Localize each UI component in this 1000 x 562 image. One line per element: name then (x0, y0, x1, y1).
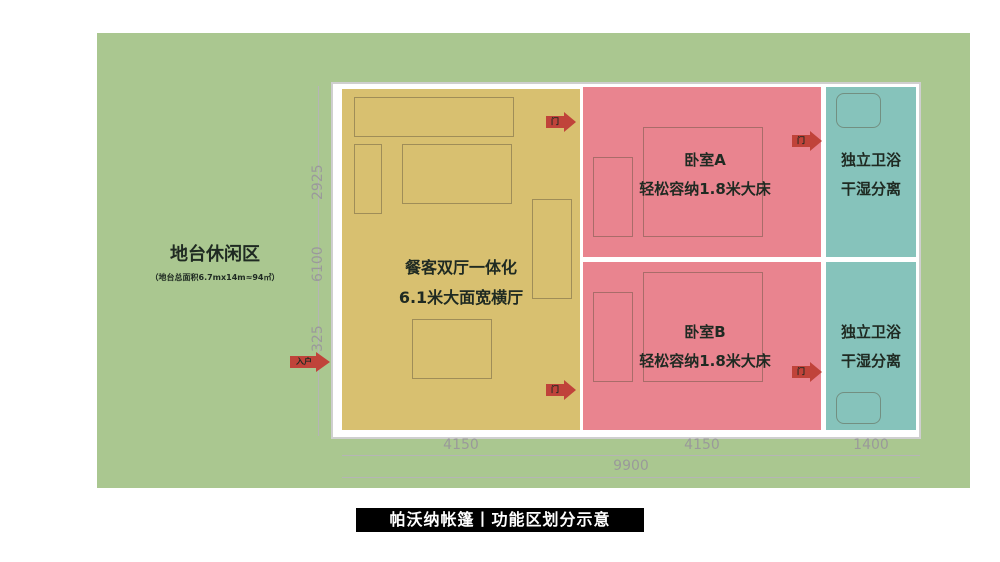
depth-dimension-line (318, 86, 319, 436)
bathroom-a-line2: 干湿分离 (840, 179, 901, 198)
terrace-title: 地台休闲区 (170, 244, 260, 265)
bathroom-a-line1: 独立卫浴 (840, 151, 901, 169)
bathroom-b-line2: 干湿分离 (840, 351, 901, 370)
door-label: 门 (797, 367, 805, 376)
width-3-label: 1400 (853, 437, 889, 453)
bedroom-b-line2: 轻松容纳1.8米大床 (639, 351, 771, 370)
width-dimension-line (342, 455, 920, 456)
bedroom-a-line2: 轻松容纳1.8米大床 (639, 179, 771, 198)
depth-upper-label: 2925 (310, 164, 326, 200)
width-2-label: 4150 (684, 437, 720, 453)
bedroom-b (583, 262, 821, 430)
door-label: 门 (797, 136, 805, 145)
living-room-line1: 餐客双厅一体化 (404, 258, 517, 277)
width-1-label: 4150 (443, 437, 479, 453)
depth-lower-label: 325 (310, 325, 326, 352)
bathroom-b (826, 262, 916, 430)
terrace-subtitle: （地台总面积6.7mx14m≈94㎡） (150, 273, 280, 282)
bedroom-a (583, 87, 821, 257)
total-width-dimension-line (342, 477, 920, 478)
bedroom-b-label: 卧室B 轻松容纳1.8米大床 (600, 318, 810, 375)
bathroom-b-line1: 独立卫浴 (840, 323, 901, 341)
bedroom-a-line1: 卧室A (684, 151, 726, 169)
bedroom-b-line1: 卧室B (684, 323, 726, 341)
bathroom-b-label: 独立卫浴 干湿分离 (826, 318, 916, 375)
door-arrow-living-top: 门 (546, 112, 576, 132)
entrance-arrow: 入户 (290, 352, 330, 372)
living-room-label: 餐客双厅一体化 6.1米大面宽横厅 (342, 253, 580, 314)
total-width-label: 9900 (613, 458, 649, 474)
door-label: 门 (551, 117, 559, 126)
door-arrow-bath-b: 门 (792, 362, 822, 382)
living-dining-room (342, 89, 580, 430)
door-arrow-living-bottom: 门 (546, 380, 576, 400)
door-label: 门 (551, 385, 559, 394)
bathroom-a-label: 独立卫浴 干湿分离 (826, 146, 916, 203)
caption: 帕沃纳帐篷丨功能区划分示意 (356, 508, 644, 532)
bedroom-a-label: 卧室A 轻松容纳1.8米大床 (600, 146, 810, 203)
depth-total-label: 6100 (310, 246, 326, 282)
entrance-label: 入户 (296, 357, 312, 366)
door-arrow-bath-a: 门 (792, 131, 822, 151)
bathroom-a (826, 87, 916, 257)
living-room-line2: 6.1米大面宽横厅 (398, 288, 524, 308)
